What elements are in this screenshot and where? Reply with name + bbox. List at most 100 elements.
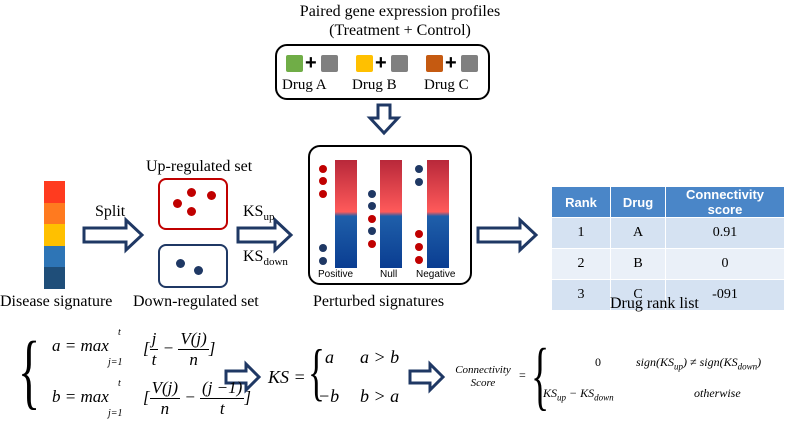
negative-down-dot (415, 178, 423, 186)
up-gene-dot (207, 191, 216, 200)
formula-arrow-1-icon (224, 360, 262, 394)
positive-down-dot (319, 257, 327, 265)
formula-a-sup: t (118, 327, 121, 338)
cs-case2-cond: otherwise (694, 386, 741, 400)
ab-brace: { (18, 325, 41, 418)
down-gene-dot (194, 266, 203, 275)
drug-cell: B (610, 248, 666, 280)
ks-up-label: KSup (243, 203, 275, 224)
drug-b-label: Drug B (352, 77, 397, 93)
ks-case1-cond: a > b (360, 347, 400, 367)
profiles-title-line1: Paired gene expression profiles (299, 3, 501, 20)
perturbed-signatures-label: Perturbed signatures (313, 293, 445, 310)
up-regulated-set-box (158, 178, 228, 230)
drug-c-label: Drug C (424, 77, 469, 93)
score-header: Connectivity score (665, 186, 785, 218)
formula-b: b = max (52, 387, 109, 406)
negative-up-dot (415, 243, 423, 251)
drug-b-control-square (391, 55, 408, 72)
positive-up-dot (319, 190, 327, 198)
ks-case1-value: a (325, 347, 334, 367)
drug-a-label: Drug A (282, 77, 327, 93)
drug-c-control-square (461, 55, 478, 72)
null-down-dot (368, 227, 376, 235)
signature-segment (44, 224, 65, 246)
formula-arrow-2-icon (408, 360, 446, 394)
down-gene-dot (176, 259, 185, 268)
split-arrow-icon (82, 216, 145, 254)
ks-down-label: KSdown (243, 248, 288, 269)
signature-segment (44, 267, 65, 289)
signature-segment (44, 181, 65, 203)
drug-cell: A (610, 217, 666, 249)
signature-segment (44, 202, 65, 225)
table-row: 3 C -091 (551, 279, 785, 311)
formula-b-sub: j=1 (108, 408, 123, 419)
drug-rank-table: Rank Drug Connectivity score 1 A 0.91 2 … (551, 186, 785, 311)
formula-a: a = max (52, 336, 109, 355)
plus-sign-c: + (445, 52, 457, 74)
score-cell: 0 (665, 248, 785, 280)
score-cell: 0.91 (665, 217, 785, 249)
down-regulated-set-box (158, 244, 228, 288)
positive-down-dot (319, 244, 327, 252)
cs-equals: = (519, 368, 526, 382)
positive-up-dot (319, 165, 327, 173)
down-arrow-icon (366, 103, 402, 136)
disease-signature-bar (44, 181, 65, 289)
ks-arrow-icon (236, 216, 294, 254)
rank-header: Rank (551, 186, 611, 218)
cs-label: Connectivity Score (455, 364, 511, 389)
positive-signature-bar (335, 160, 357, 268)
drug-cell: C (610, 279, 666, 311)
rank-cell: 3 (551, 279, 611, 311)
cs-case1-value: 0 (595, 355, 601, 369)
drug-header: Drug (610, 186, 666, 218)
null-signature-bar (380, 160, 402, 268)
null-up-dot (368, 240, 376, 248)
drug-b-treatment-square (356, 55, 373, 72)
up-set-label: Up-regulated set (146, 158, 253, 175)
null-up-dot (368, 215, 376, 223)
perturbed-signatures-box (308, 145, 472, 285)
table-row: 1 A 0.91 (551, 217, 785, 249)
ks-brace: { (308, 336, 325, 407)
down-set-label: Down-regulated set (133, 293, 259, 310)
disease-signature-label: Disease signature (0, 293, 113, 310)
cs-case2-value: KSup − KSdown (543, 386, 614, 403)
ks-formula-lhs: KS = (268, 367, 306, 387)
negative-label: Negative (416, 269, 456, 280)
plus-sign-b: + (375, 52, 387, 74)
negative-up-dot (415, 230, 423, 238)
drug-a-control-square (321, 55, 338, 72)
up-gene-dot (187, 188, 196, 197)
formula-b-sup: t (118, 378, 121, 389)
rank-cell: 1 (551, 217, 611, 249)
signature-segment (44, 245, 65, 268)
drug-profiles-box (275, 44, 490, 100)
drug-c-treatment-square (426, 55, 443, 72)
rank-cell: 2 (551, 248, 611, 280)
null-down-dot (368, 190, 376, 198)
positive-up-dot (319, 177, 327, 185)
formula-b-body: [V(j)n − (j −1)t] (143, 378, 251, 418)
profiles-title-line2: (Treatment + Control) (329, 22, 471, 39)
ks-case2-cond: b > a (360, 386, 400, 406)
to-table-arrow-icon (476, 216, 539, 254)
drug-rank-caption: Drug rank list (610, 295, 699, 312)
cs-brace: { (531, 334, 550, 418)
split-label: Split (95, 203, 126, 220)
ks-case2-value: −b (318, 386, 340, 406)
null-label: Null (380, 269, 398, 280)
null-down-dot (368, 202, 376, 210)
formula-a-sub: j=1 (108, 357, 123, 368)
negative-up-dot (415, 256, 423, 264)
table-row: 2 B 0 (551, 248, 785, 280)
profiles-title: Paired gene expression profiles (Treatme… (250, 2, 550, 40)
negative-signature-bar (427, 160, 449, 268)
negative-down-dot (415, 165, 423, 173)
plus-sign-a: + (305, 52, 317, 74)
positive-label: Positive (318, 269, 354, 280)
cs-case1-cond: sign(KSup) ≠ sign(KSdown) (636, 355, 762, 372)
